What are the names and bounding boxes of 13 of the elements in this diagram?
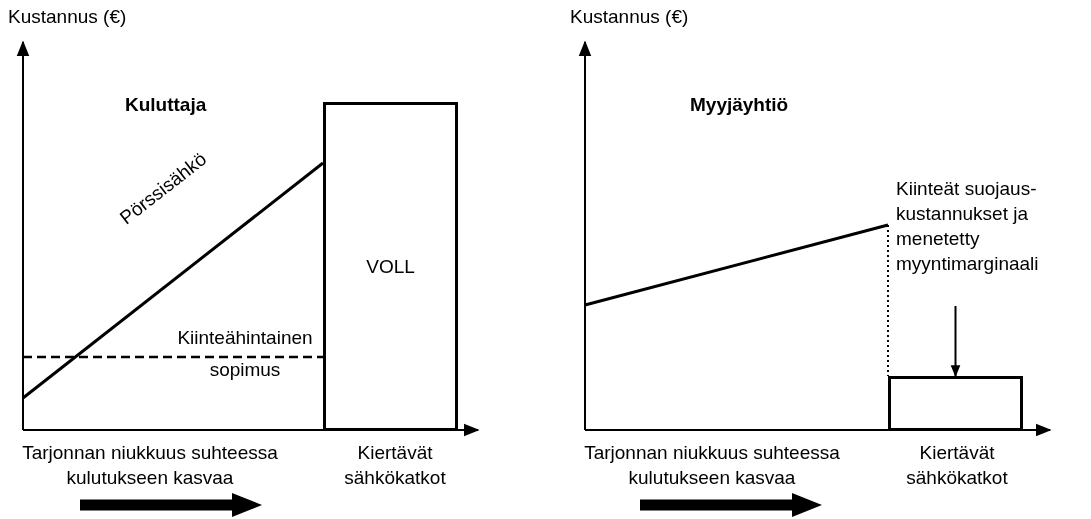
panel-title: Kuluttaja (125, 93, 207, 117)
panel-title: Myyjäyhtiö (690, 93, 789, 117)
axis-label: Kiertävät sähkökatkot (905, 441, 1009, 490)
line-label: Kiinteähintainen sopimus (176, 326, 314, 382)
axis-label: Tarjonnan niukkuus suhteessa kulutukseen kasvaa (583, 441, 841, 490)
axis-label: Kiertävät sähkökatkot (343, 441, 447, 490)
axis-title: Kustannus (€) (570, 5, 689, 29)
axis-title: Kustannus (€) (8, 5, 127, 29)
bar-box (888, 376, 1023, 431)
axis-label: Tarjonnan niukkuus suhteessa kulutukseen kasvaa (21, 441, 279, 490)
bar-box: VOLL (323, 102, 458, 431)
annotation-text: Kiinteät suojaus-kustannukset ja menetetty myyntimarginaali (896, 176, 1086, 304)
arrow (950, 305, 961, 378)
